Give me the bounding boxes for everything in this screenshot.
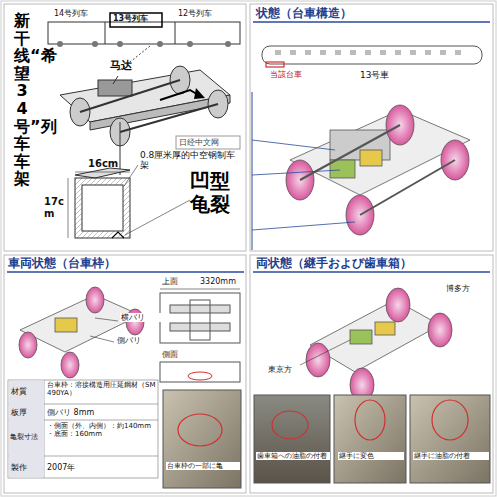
car-label: 14号列车 <box>54 9 104 18</box>
photo-caption: 継手に変色 <box>338 452 404 460</box>
vertical-title: 新干线“希望34号”列车车架 <box>14 12 30 188</box>
part-label: 側バリ <box>116 336 158 345</box>
panel-title: 両状態（継手および歯車箱） <box>256 257 486 271</box>
panel-title: 車両状態（台車枠） <box>8 257 208 271</box>
table-cell: 材質 <box>11 387 43 396</box>
part-label: 马达 <box>110 60 140 73</box>
car-label: 13号車 <box>360 70 420 80</box>
dimension: 3320mm <box>200 277 244 286</box>
dimension: 17cm <box>44 196 68 219</box>
direction-label: 博多方 <box>446 284 490 293</box>
note: 0.8厘米厚的中空钢制车架 <box>140 150 240 171</box>
part-label: 当該台車 <box>270 70 330 79</box>
photo-caption: 歯車箱への油脂の付着 <box>256 452 330 460</box>
panel-title: 状態（台車構造） <box>256 7 456 21</box>
table-cell: 2007年 <box>47 463 107 472</box>
view-label: 側面 <box>162 350 192 359</box>
table-cell: 板厚 <box>11 408 43 417</box>
table-cell: 側バリ 8mm <box>47 408 157 417</box>
direction-label: 東京方 <box>268 365 312 374</box>
table-cell: 亀裂寸法 <box>10 433 44 441</box>
view-label: 上面 <box>162 277 192 286</box>
crack-label: 凹型龟裂 <box>190 170 236 216</box>
table-cell: 製作 <box>11 463 43 472</box>
photo-caption: 台車枠の一部に亀 <box>166 462 240 470</box>
part-label: 横バリ <box>120 313 162 322</box>
watermark: 日经中文网 <box>179 138 239 147</box>
car-label: 12号列车 <box>178 9 228 18</box>
photo-caption: 継手に油脂の付着 <box>413 452 489 460</box>
table-cell: ・側面（外、内側）：約140mm ・底面：160mm <box>47 422 157 438</box>
table-cell: 台車枠：溶接構造用圧延鋼材（SM490YA） <box>47 381 157 397</box>
dimension: 16cm <box>88 158 128 170</box>
car-label: 13号列车 <box>113 14 161 23</box>
